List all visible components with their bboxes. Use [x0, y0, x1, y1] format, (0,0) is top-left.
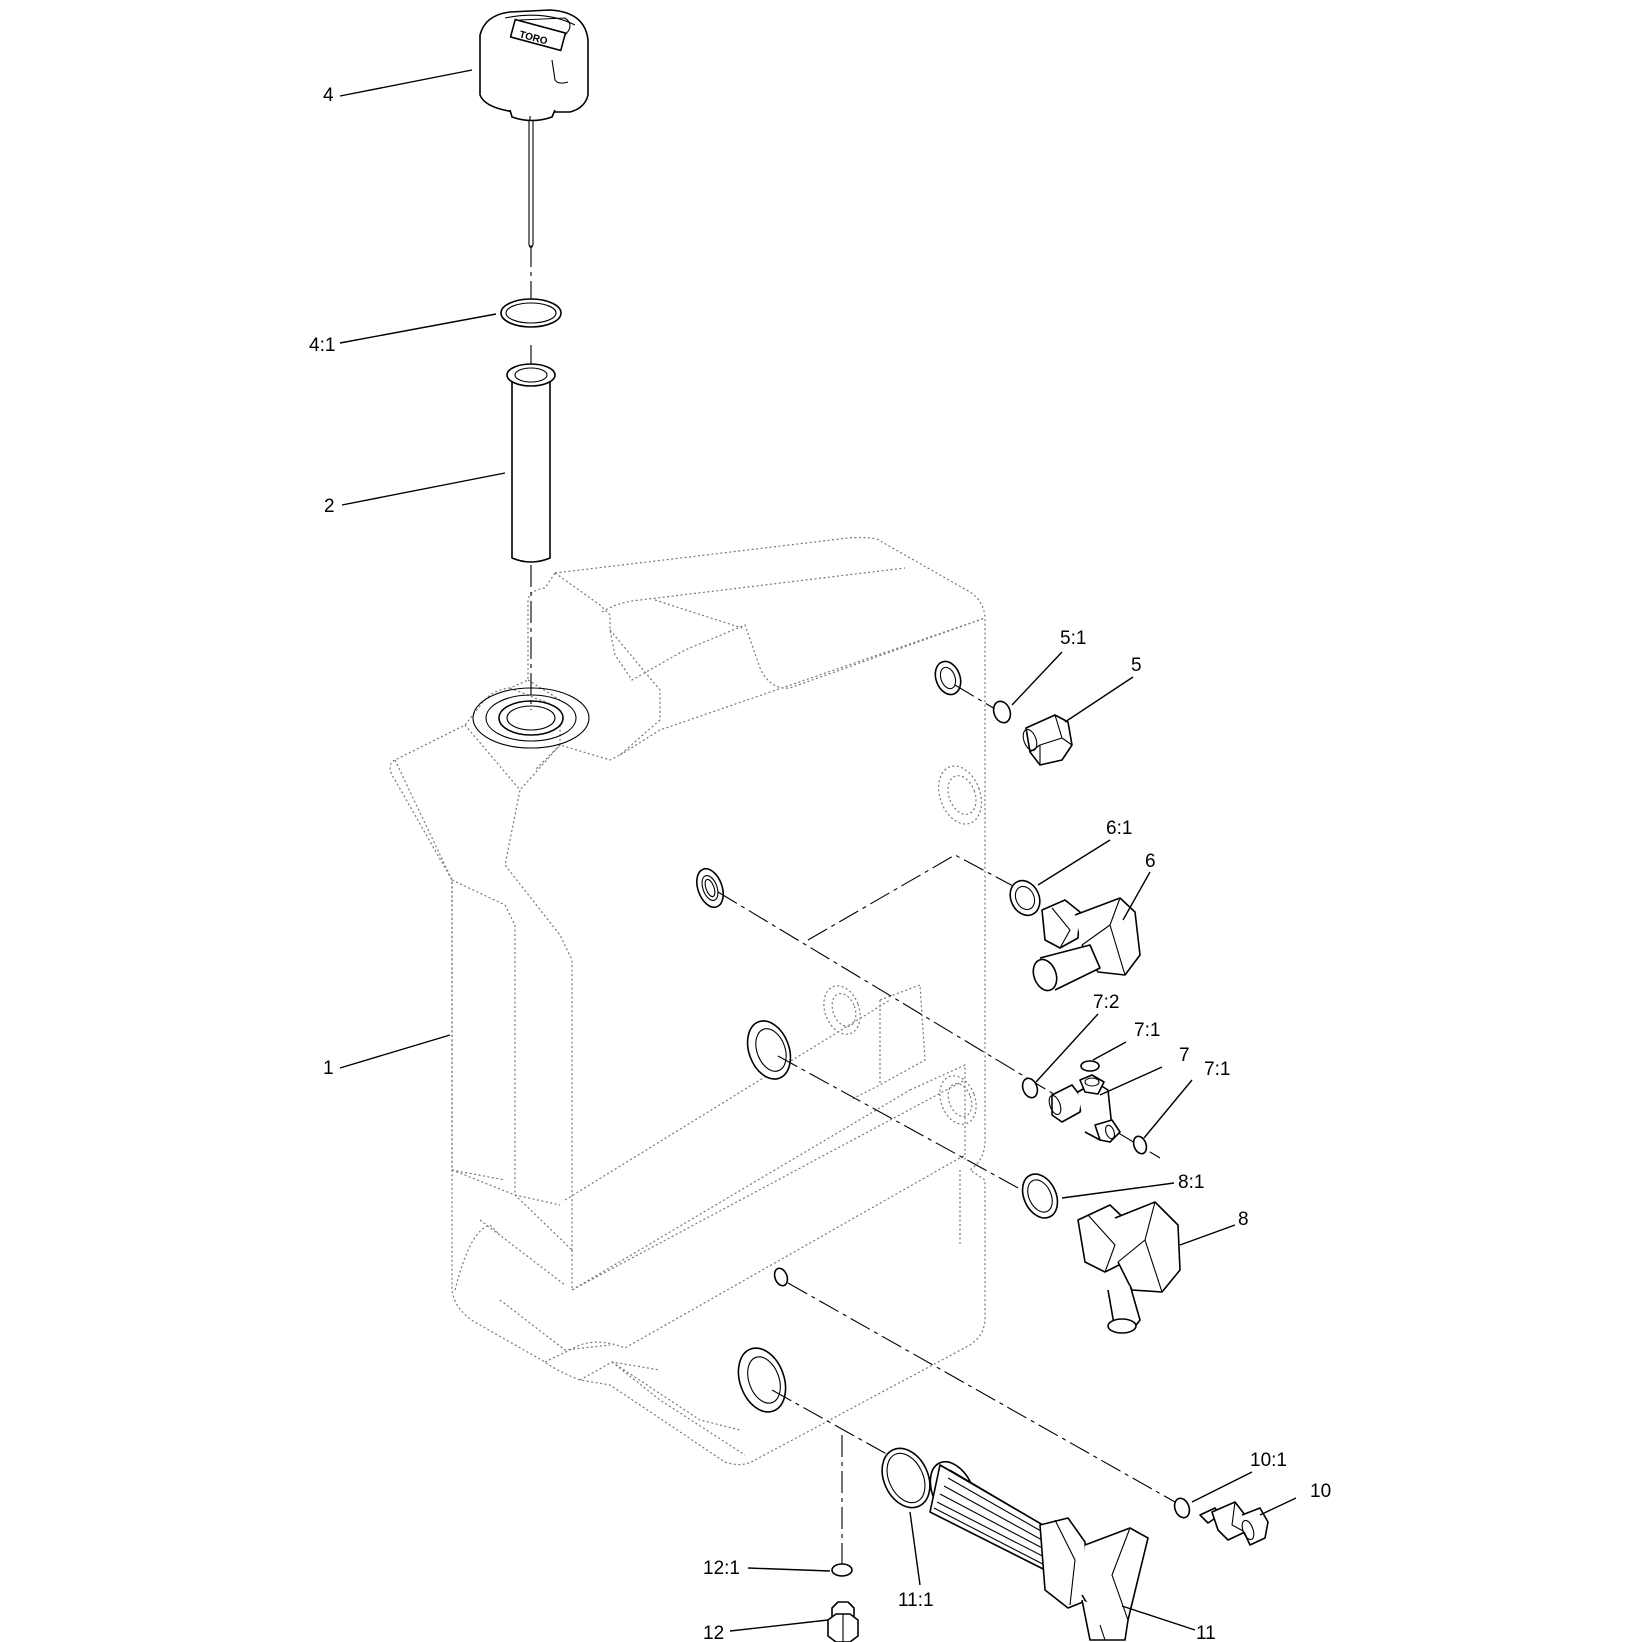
port-11 [737, 1347, 787, 1413]
filler-tube [506, 363, 556, 563]
callout-6: 6 [1145, 851, 1156, 872]
callout-7-1-top: 7:1 [1134, 1020, 1160, 1041]
o-ring-12-1 [831, 1563, 853, 1577]
o-ring-6-1 [1009, 879, 1041, 917]
elbow-fitting-8 [1077, 1201, 1181, 1334]
o-ring-11-1 [881, 1447, 931, 1509]
callout-12: 12 [703, 1623, 724, 1642]
elbow-fitting-6 [1032, 897, 1141, 992]
leader-lines [339, 69, 1297, 1632]
callout-5: 5 [1131, 655, 1142, 676]
port-blind-mid [823, 985, 861, 1035]
callout-2: 2 [324, 496, 335, 517]
callout-8: 8 [1238, 1209, 1249, 1230]
o-ring-4-1 [500, 298, 562, 328]
o-ring-7-1-side [1132, 1135, 1148, 1155]
o-ring-10-1 [1173, 1497, 1191, 1519]
drain-plug-12 [827, 1601, 859, 1642]
port-blind-upper [937, 765, 983, 825]
o-ring-7-2 [1021, 1077, 1039, 1099]
callout-10: 10 [1310, 1481, 1331, 1502]
callout-7: 7 [1179, 1045, 1190, 1066]
callout-4: 4 [323, 85, 334, 106]
port-5 [934, 660, 962, 696]
callout-1: 1 [323, 1058, 334, 1079]
tee-fitting-7 [1048, 1074, 1121, 1143]
callout-11-1: 11:1 [898, 1590, 934, 1611]
callout-7-1-side: 7:1 [1204, 1059, 1230, 1080]
callout-6-1: 6:1 [1106, 818, 1132, 839]
callout-10-1: 10:1 [1250, 1450, 1287, 1471]
hydraulic-tank [389, 536, 986, 1466]
callout-11: 11 [1196, 1623, 1216, 1642]
callout-labels: 4 4:1 2 1 5:1 5 6:1 6 7:2 7:1 7 7:1 8:1 … [309, 85, 1331, 1642]
port-8 [746, 1020, 792, 1080]
port-10 [773, 1267, 789, 1287]
callout-12-1: 12:1 [703, 1558, 740, 1579]
plug-5 [1022, 714, 1073, 766]
callout-7-2: 7:2 [1093, 992, 1119, 1013]
port-blind-lower [939, 1075, 977, 1125]
o-ring-8-1 [1021, 1173, 1059, 1219]
callout-4-1: 4:1 [309, 335, 335, 356]
callout-5-1: 5:1 [1060, 628, 1086, 649]
port-6 [696, 867, 724, 909]
o-ring-7-1-top [1080, 1060, 1100, 1072]
dipstick-cap: TORO [479, 9, 589, 249]
callout-8-1: 8:1 [1178, 1172, 1204, 1193]
o-ring-5-1 [992, 700, 1012, 724]
sensor-10 [1199, 1501, 1269, 1546]
suction-strainer-11 [929, 1460, 1149, 1641]
